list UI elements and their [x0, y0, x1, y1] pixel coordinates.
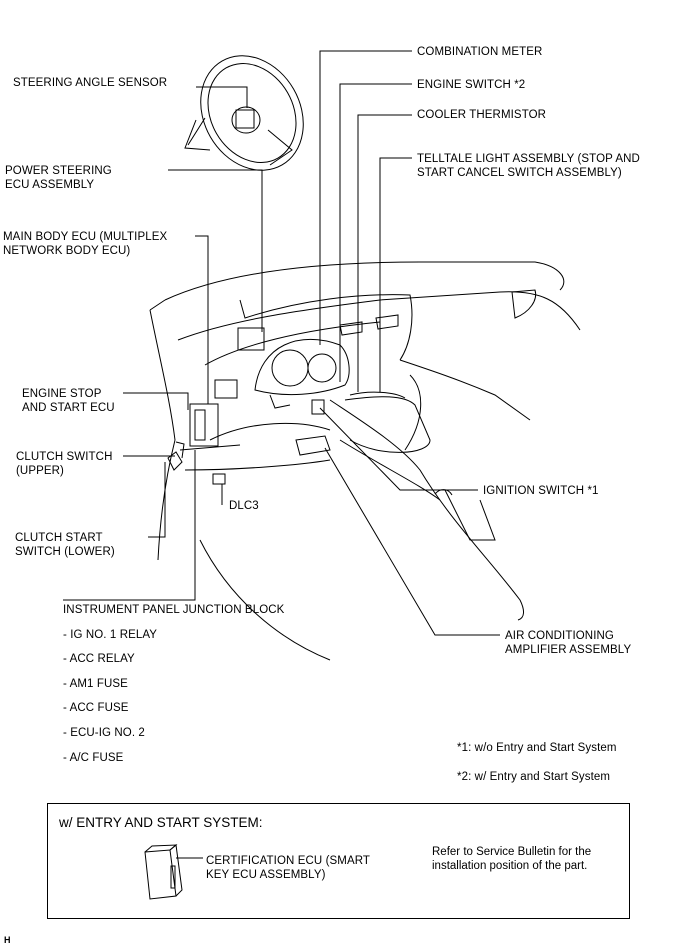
ignition-switch-label: IGNITION SWITCH *1 — [483, 485, 599, 497]
dlc3-label: DLC3 — [229, 500, 259, 512]
power-steering-ecu-label: POWER STEERING ECU ASSEMBLY — [5, 165, 112, 191]
air-conditioning-amplifier-label: AIR CONDITIONING AMPLIFIER ASSEMBLY — [505, 630, 632, 656]
engine-switch-label: ENGINE SWITCH *2 — [417, 79, 526, 91]
steering-wheel — [184, 55, 304, 171]
left-components — [167, 327, 265, 485]
footnote-2: *2: w/ Entry and Start System — [457, 771, 611, 783]
entry-box-title: w/ ENTRY AND START SYSTEM: — [59, 815, 263, 830]
junction-item: - ECU-IG NO. 2 — [63, 727, 145, 739]
clutch-switch-upper-label: CLUTCH SWITCH (UPPER) — [16, 451, 113, 477]
cooler-thermistor-label: COOLER THERMISTOR — [417, 109, 547, 121]
junction-item: - ACC FUSE — [63, 702, 129, 714]
junction-item: - A/C FUSE — [63, 752, 124, 764]
steering-angle-sensor-label: STEERING ANGLE SENSOR — [13, 77, 168, 89]
certification-ecu-icon — [144, 844, 203, 900]
leader-lines — [63, 50, 500, 636]
entry-start-system-box: w/ ENTRY AND START SYSTEM: CERTIFICATION… — [47, 803, 630, 919]
service-bulletin-note: Refer to Service Bulletin for the instal… — [432, 846, 592, 872]
clutch-start-switch-label: CLUTCH START SWITCH (LOWER) — [15, 532, 115, 558]
junction-item: - AM1 FUSE — [63, 678, 128, 690]
telltale-light-label: TELLTALE LIGHT ASSEMBLY (STOP AND START … — [417, 153, 640, 179]
junction-item: - IG NO. 1 RELAY — [63, 629, 158, 641]
junction-item: - ACC RELAY — [63, 653, 135, 665]
main-body-ecu-label: MAIN BODY ECU (MULTIPLEX NETWORK BODY EC… — [3, 231, 168, 257]
center-console — [295, 391, 431, 456]
junction-block-label: INSTRUMENT PANEL JUNCTION BLOCK — [63, 604, 285, 616]
combination-meter-label: COMBINATION METER — [417, 46, 543, 58]
corner-mark: H — [4, 935, 11, 945]
engine-stop-start-ecu-label: ENGINE STOP AND START ECU — [22, 388, 115, 414]
certification-ecu-label: CERTIFICATION ECU (SMART KEY ECU ASSEMBL… — [206, 855, 371, 881]
footnote-1: *1: w/o Entry and Start System — [457, 742, 617, 754]
combination-meter-cluster — [254, 338, 350, 409]
dashboard-outline — [149, 261, 581, 661]
